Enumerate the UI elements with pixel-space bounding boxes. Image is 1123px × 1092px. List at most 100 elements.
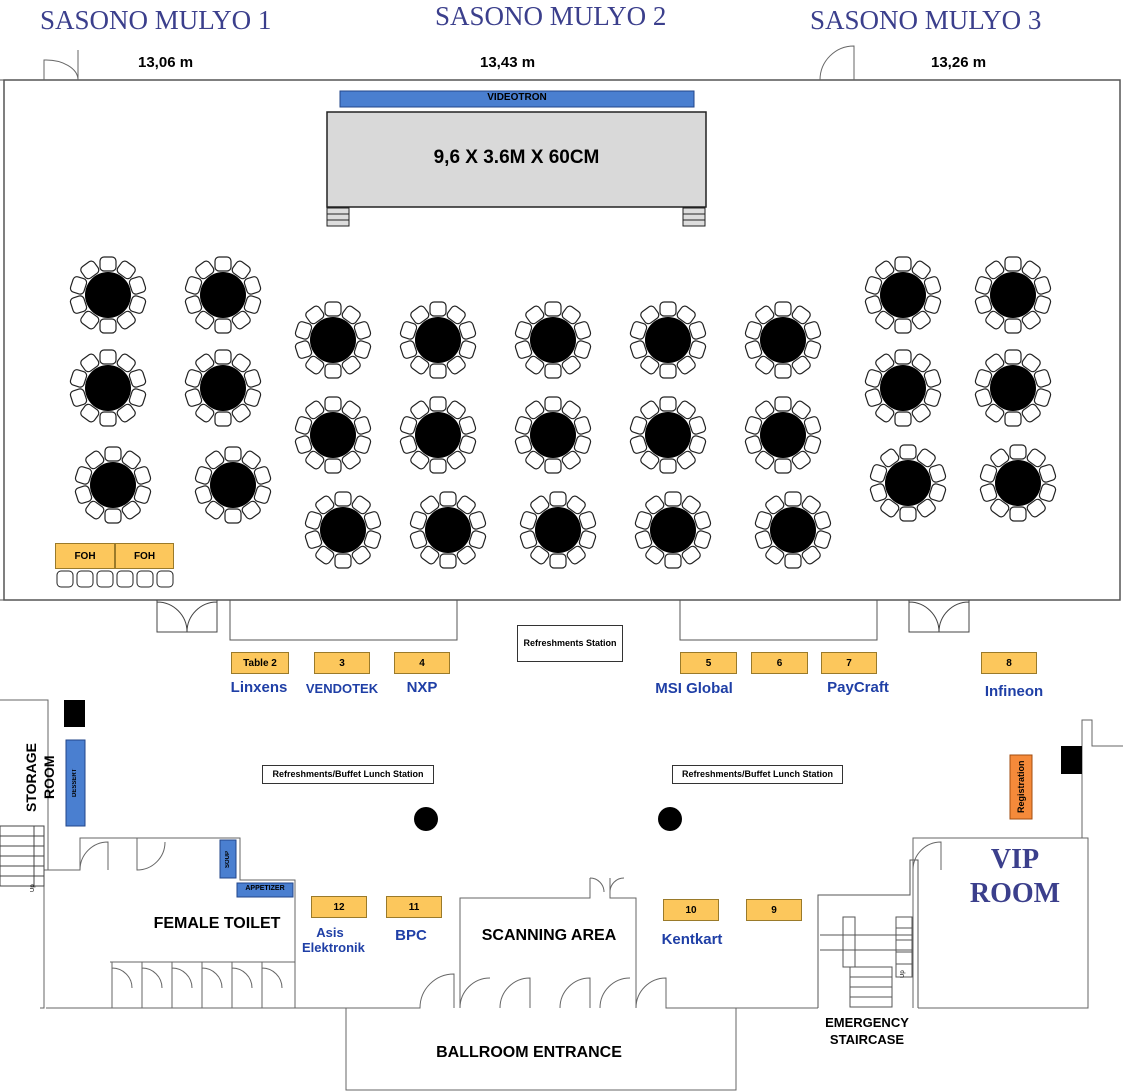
chair	[1038, 464, 1057, 483]
chair	[755, 450, 775, 470]
chair	[231, 403, 251, 423]
chair	[880, 448, 900, 468]
chair	[439, 553, 457, 569]
foh-chair	[156, 570, 174, 588]
chair	[458, 340, 477, 359]
toilet-stall	[141, 962, 163, 1008]
chair	[755, 400, 775, 420]
chair	[566, 495, 586, 515]
chair	[659, 396, 677, 412]
chair	[80, 260, 100, 280]
chair	[305, 355, 325, 375]
chair	[791, 355, 811, 375]
chair	[688, 416, 707, 435]
chair	[1026, 498, 1046, 518]
round-table	[869, 444, 947, 522]
table-top	[990, 272, 1036, 318]
chair	[231, 310, 251, 330]
chair	[990, 448, 1010, 468]
table-top	[310, 412, 356, 458]
foh-chair	[76, 570, 94, 588]
table-top	[650, 507, 696, 553]
table-top	[530, 412, 576, 458]
chair	[1021, 353, 1041, 373]
table-top	[760, 412, 806, 458]
wall-box-right	[679, 600, 878, 641]
chair	[69, 388, 88, 407]
round-table	[294, 396, 372, 474]
chair	[1038, 483, 1057, 502]
chair	[99, 349, 117, 365]
hall-2-width: 13,43 m	[480, 54, 536, 71]
table-top	[415, 412, 461, 458]
chair	[241, 450, 261, 470]
chair	[133, 466, 152, 485]
chair	[544, 396, 562, 412]
chair	[774, 396, 792, 412]
chair	[1004, 411, 1022, 427]
toilet-stall	[231, 962, 253, 1008]
chair	[410, 305, 430, 325]
chair	[69, 295, 88, 314]
chair	[224, 446, 242, 462]
round-table	[629, 396, 707, 474]
storage-stairs	[0, 825, 45, 887]
table-top	[995, 460, 1041, 506]
chair	[351, 545, 371, 565]
round-table	[634, 491, 712, 569]
chair	[923, 369, 942, 388]
chair	[1009, 444, 1027, 460]
emergency-staircase-label: EMERGENCY STAIRCASE	[825, 1015, 909, 1047]
chair	[458, 321, 477, 340]
chair	[899, 444, 917, 460]
chair	[514, 321, 533, 340]
booth-11: 11	[386, 896, 442, 918]
chair	[80, 353, 100, 373]
chair	[875, 310, 895, 330]
chair	[894, 318, 912, 334]
round-table	[184, 349, 262, 427]
chair	[774, 301, 792, 317]
chair	[1021, 310, 1041, 330]
black-column-left	[64, 700, 85, 727]
company-kentkart: Kentkart	[661, 931, 723, 948]
chair	[634, 530, 653, 549]
table-top	[760, 317, 806, 363]
black-column-right	[1061, 746, 1082, 774]
chair	[294, 340, 313, 359]
foh-chair	[56, 570, 74, 588]
chair	[974, 295, 993, 314]
chair	[525, 450, 545, 470]
table-top	[85, 272, 131, 318]
chair	[990, 498, 1010, 518]
chair	[399, 340, 418, 359]
round-table	[519, 491, 597, 569]
chair	[894, 411, 912, 427]
chair	[363, 511, 382, 530]
chair	[85, 500, 105, 520]
chair	[304, 511, 323, 530]
chair	[231, 353, 251, 373]
chair	[324, 301, 342, 317]
booth-table-2: Table 2	[231, 652, 289, 674]
chair	[681, 545, 701, 565]
chair	[334, 491, 352, 507]
chair	[525, 355, 545, 375]
round-table	[74, 446, 152, 524]
booth-9: 9	[746, 899, 802, 921]
chair	[744, 435, 763, 454]
chair	[1004, 318, 1022, 334]
chair	[253, 466, 272, 485]
hall-1-width: 13,06 m	[138, 54, 194, 71]
chair	[645, 545, 665, 565]
chair	[324, 363, 342, 379]
chair	[578, 530, 597, 549]
chair	[243, 276, 262, 295]
chair	[974, 369, 993, 388]
chair	[875, 403, 895, 423]
chair	[561, 305, 581, 325]
company-paycraft: PayCraft	[827, 679, 889, 696]
chair	[880, 498, 900, 518]
company-bpc: BPC	[395, 927, 427, 944]
